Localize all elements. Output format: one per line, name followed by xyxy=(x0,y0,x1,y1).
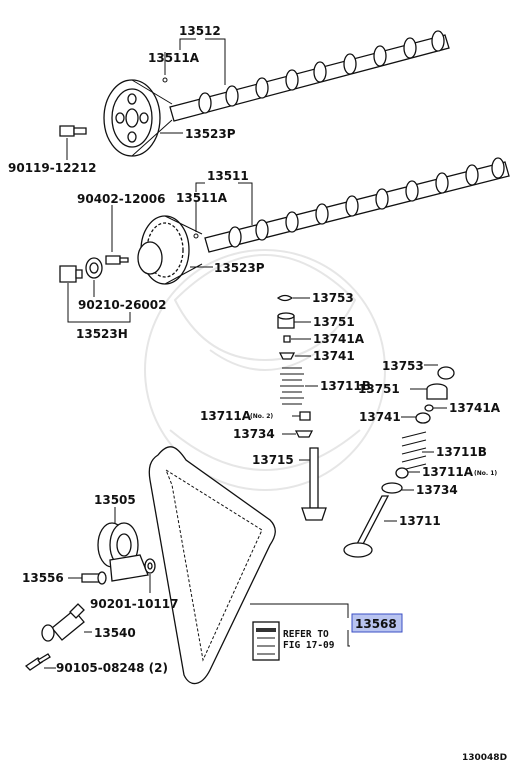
bolt-13523h[interactable] xyxy=(59,265,83,283)
label-90201-10117[interactable]: 90201-10117 xyxy=(90,597,178,611)
label-13753-left[interactable]: 13753 xyxy=(312,291,354,305)
label-13751-left[interactable]: 13751 xyxy=(313,315,355,329)
label-13741a-left[interactable]: 13741A xyxy=(313,332,365,346)
label-13556[interactable]: 13556 xyxy=(22,571,64,585)
label-13741a-right[interactable]: 13741A xyxy=(449,401,501,415)
refer-book-icon xyxy=(252,621,280,661)
idler-pulley-13505[interactable] xyxy=(97,522,149,582)
label-13715[interactable]: 13715 xyxy=(252,453,294,467)
camshaft-13511[interactable] xyxy=(204,157,510,253)
label-13734-right[interactable]: 13734 xyxy=(416,483,458,497)
label-90402-12006[interactable]: 90402-12006 xyxy=(77,192,165,206)
pin-13556[interactable] xyxy=(81,571,107,585)
label-13568[interactable]: 13568 xyxy=(355,617,397,631)
label-90105-08248[interactable]: 90105-08248 (2) xyxy=(56,661,168,675)
label-13711b-left[interactable]: 13711B xyxy=(320,379,371,393)
diagram-code: 130048D xyxy=(462,753,507,763)
label-13753-right[interactable]: 13753 xyxy=(382,359,424,373)
label-13523p-mid[interactable]: 13523P xyxy=(214,261,265,275)
label-13734-left[interactable]: 13734 xyxy=(233,427,275,441)
label-13540[interactable]: 13540 xyxy=(94,626,136,640)
label-13741-left[interactable]: 13741 xyxy=(313,349,355,363)
bolt-90119-12212[interactable] xyxy=(59,125,87,137)
label-13511a-mid[interactable]: 13511A xyxy=(176,191,228,205)
cam-gear-13523p-top[interactable] xyxy=(103,79,173,157)
collar-90201-10117[interactable] xyxy=(144,558,156,574)
label-13711[interactable]: 13711 xyxy=(399,514,441,528)
label-13511a-top[interactable]: 13511A xyxy=(148,51,200,65)
camshaft-13512[interactable] xyxy=(169,30,450,122)
tensioner-13540[interactable] xyxy=(41,603,85,642)
label-13511[interactable]: 13511 xyxy=(207,169,249,183)
label-13711b-right[interactable]: 13711B xyxy=(436,445,487,459)
labels: 13512 13511A 13523P 90119-12212 13511 90… xyxy=(8,24,507,763)
label-13523h[interactable]: 13523H xyxy=(76,327,128,341)
label-no2: (No. 2) xyxy=(250,413,273,420)
label-no1: (No. 1) xyxy=(474,470,497,477)
label-13512[interactable]: 13512 xyxy=(179,24,221,38)
valve-stack-right[interactable] xyxy=(343,366,455,558)
bolt-90402-12006[interactable] xyxy=(105,255,129,265)
label-13741-right[interactable]: 13741 xyxy=(359,410,401,424)
washer-90210-26002[interactable] xyxy=(85,257,103,279)
timing-belt-13568[interactable] xyxy=(148,446,276,685)
watermark-emblem xyxy=(144,249,386,491)
label-90119-12212[interactable]: 90119-12212 xyxy=(8,161,96,175)
bolt-90105-08248[interactable] xyxy=(24,653,51,671)
valve-stack-left[interactable] xyxy=(276,294,327,521)
label-90210-26002[interactable]: 90210-26002 xyxy=(78,298,166,312)
refer-to-line1: REFER TO xyxy=(283,629,329,640)
label-13523p-top[interactable]: 13523P xyxy=(185,127,236,141)
label-13751-right[interactable]: 13751 xyxy=(358,382,400,396)
refer-to-line2[interactable]: FIG 17-09 xyxy=(283,640,335,651)
highlight-13568 xyxy=(351,613,403,633)
label-13711a-right[interactable]: 13711A xyxy=(422,465,474,479)
label-13505[interactable]: 13505 xyxy=(94,493,136,507)
cam-gear-13523p-mid[interactable] xyxy=(137,215,203,285)
label-13711a-left[interactable]: 13711A xyxy=(200,409,252,423)
